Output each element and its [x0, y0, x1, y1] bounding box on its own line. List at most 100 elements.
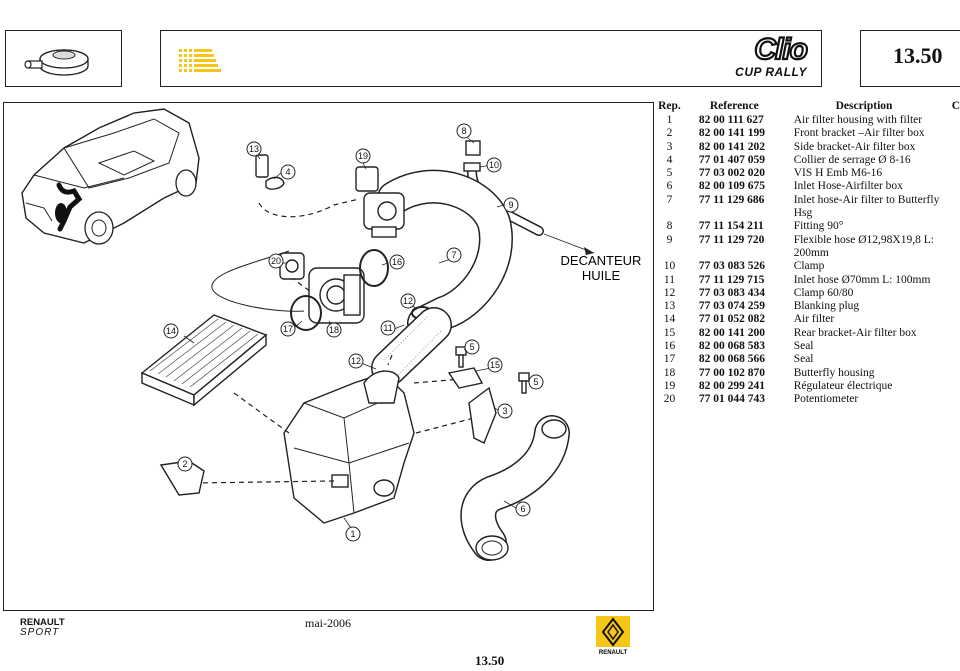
row-description: Butterfly housing [793, 366, 875, 379]
row-extra [942, 154, 960, 167]
row-description: Inlet hose Ø70mm L: 100mm [793, 273, 931, 286]
table-row: 15 82 00 141 200 Rear bracket-Air filter b… [656, 327, 960, 340]
row-extra [942, 327, 960, 340]
row-extra [942, 260, 960, 273]
callout-17: 17 [283, 324, 293, 334]
row-reference: 77 01 044 743 [698, 393, 766, 406]
clio-cup-rally-logo: Clio CUP RALLY [685, 32, 813, 81]
row-rep: 17 [663, 353, 676, 366]
row-description: Rear bracket-Air filter box [793, 326, 917, 339]
row-description: Clamp 60/80 [793, 286, 854, 299]
callout-15: 15 [490, 360, 500, 370]
brand-sport-text: SPORT [20, 627, 60, 638]
row-extra [942, 127, 960, 140]
row-description: Flexible hose Ø12,98X19,8 L: 200mm [793, 233, 934, 259]
row-rep: 15 [663, 326, 676, 339]
row-reference: 77 03 083 526 [698, 260, 766, 273]
logo-clio-text: Clio [753, 32, 809, 67]
badge-renault-text: RENAULT [599, 650, 628, 656]
renault-sport-logo: RENAULT SPORT [20, 618, 65, 638]
row-description: Collier de serrage Ø 8-16 [793, 153, 911, 166]
callout-19: 19 [358, 151, 368, 161]
row-description: Clamp [793, 260, 825, 273]
row-rep: 19 [663, 379, 676, 392]
callout-5a: 5 [469, 342, 474, 352]
row-rep: 8 [666, 220, 673, 233]
page-number: 13.50 [893, 43, 943, 68]
row-rep: 10 [663, 260, 676, 273]
footer-page-number: 13.50 [475, 653, 505, 668]
air-filter-icon [24, 49, 89, 76]
row-reference: 82 00 299 241 [698, 379, 766, 392]
row-extra [942, 234, 960, 261]
row-reference: 77 11 154 211 [698, 220, 764, 233]
row-extra [942, 167, 960, 180]
callout-18: 18 [329, 325, 339, 335]
col-reference-header: Reference [709, 100, 759, 113]
section-icon-box [5, 30, 122, 87]
row-reference: 77 03 074 259 [698, 300, 766, 313]
row-rep: 12 [663, 286, 676, 299]
row-description: Inlet hose-Air filter to Butterfly Hsg [793, 193, 940, 220]
brand-renault-text: RENAULT [20, 617, 65, 628]
stripes-logo-icon [179, 49, 221, 72]
row-reference: 82 00 141 200 [698, 326, 766, 339]
car-illustration [21, 108, 200, 245]
row-description: Side bracket-Air filter box [793, 140, 916, 153]
callout-11: 11 [383, 323, 392, 333]
callout-10: 10 [489, 160, 499, 170]
row-rep: 11 [663, 273, 675, 286]
row-description: Fitting 90° [793, 220, 844, 233]
row-rep: 13 [663, 300, 676, 313]
row-extra [942, 393, 960, 406]
row-reference: 77 00 102 870 [698, 366, 766, 379]
callout-3: 3 [502, 406, 507, 416]
page-number-box: 13.50 [860, 30, 960, 87]
row-rep: 9 [666, 233, 673, 246]
row-extra [942, 194, 960, 221]
callout-14: 14 [166, 326, 176, 336]
row-rep: 18 [663, 366, 676, 379]
callout-13: 13 [249, 144, 259, 154]
row-extra [942, 367, 960, 380]
row-reference: 77 11 129 720 [698, 233, 765, 246]
table-row: 9 77 11 129 720 Flexible hose Ø12,98X19,8 … [656, 234, 960, 261]
decanteur-label-line2: HUILE [582, 268, 621, 283]
row-extra [942, 180, 960, 193]
callout-5b: 5 [533, 377, 538, 387]
air-filter-panel [140, 314, 268, 407]
row-reference: 82 00 068 583 [698, 340, 766, 353]
electric-regulator [355, 166, 405, 238]
air-filter-housing [283, 370, 415, 524]
row-description: Potentiometer [793, 393, 859, 406]
row-rep: 14 [663, 313, 676, 326]
air-intake-diagram: DECANTEUR HUILE [21, 108, 641, 561]
row-extra [942, 380, 960, 393]
callout-12b: 12 [351, 356, 361, 366]
col-extra-header: C [951, 100, 960, 113]
row-reference: 77 11 129 715 [698, 273, 765, 286]
row-reference: 82 00 068 566 [698, 353, 766, 366]
exploded-diagram: DECANTEUR HUILE [3, 102, 654, 611]
callout-9: 9 [508, 200, 513, 210]
row-reference: 77 11 129 686 [698, 193, 765, 206]
row-reference: 82 00 141 199 [698, 127, 766, 140]
callout-8: 8 [461, 126, 466, 136]
row-rep: 5 [666, 167, 673, 180]
row-reference: 77 01 407 059 [698, 153, 766, 166]
row-extra [942, 313, 960, 326]
row-rep: 6 [666, 180, 673, 193]
callout-1: 1 [350, 529, 355, 539]
logo-cup-rally-text: CUP RALLY [735, 65, 807, 79]
col-description-header: Description [835, 100, 893, 113]
